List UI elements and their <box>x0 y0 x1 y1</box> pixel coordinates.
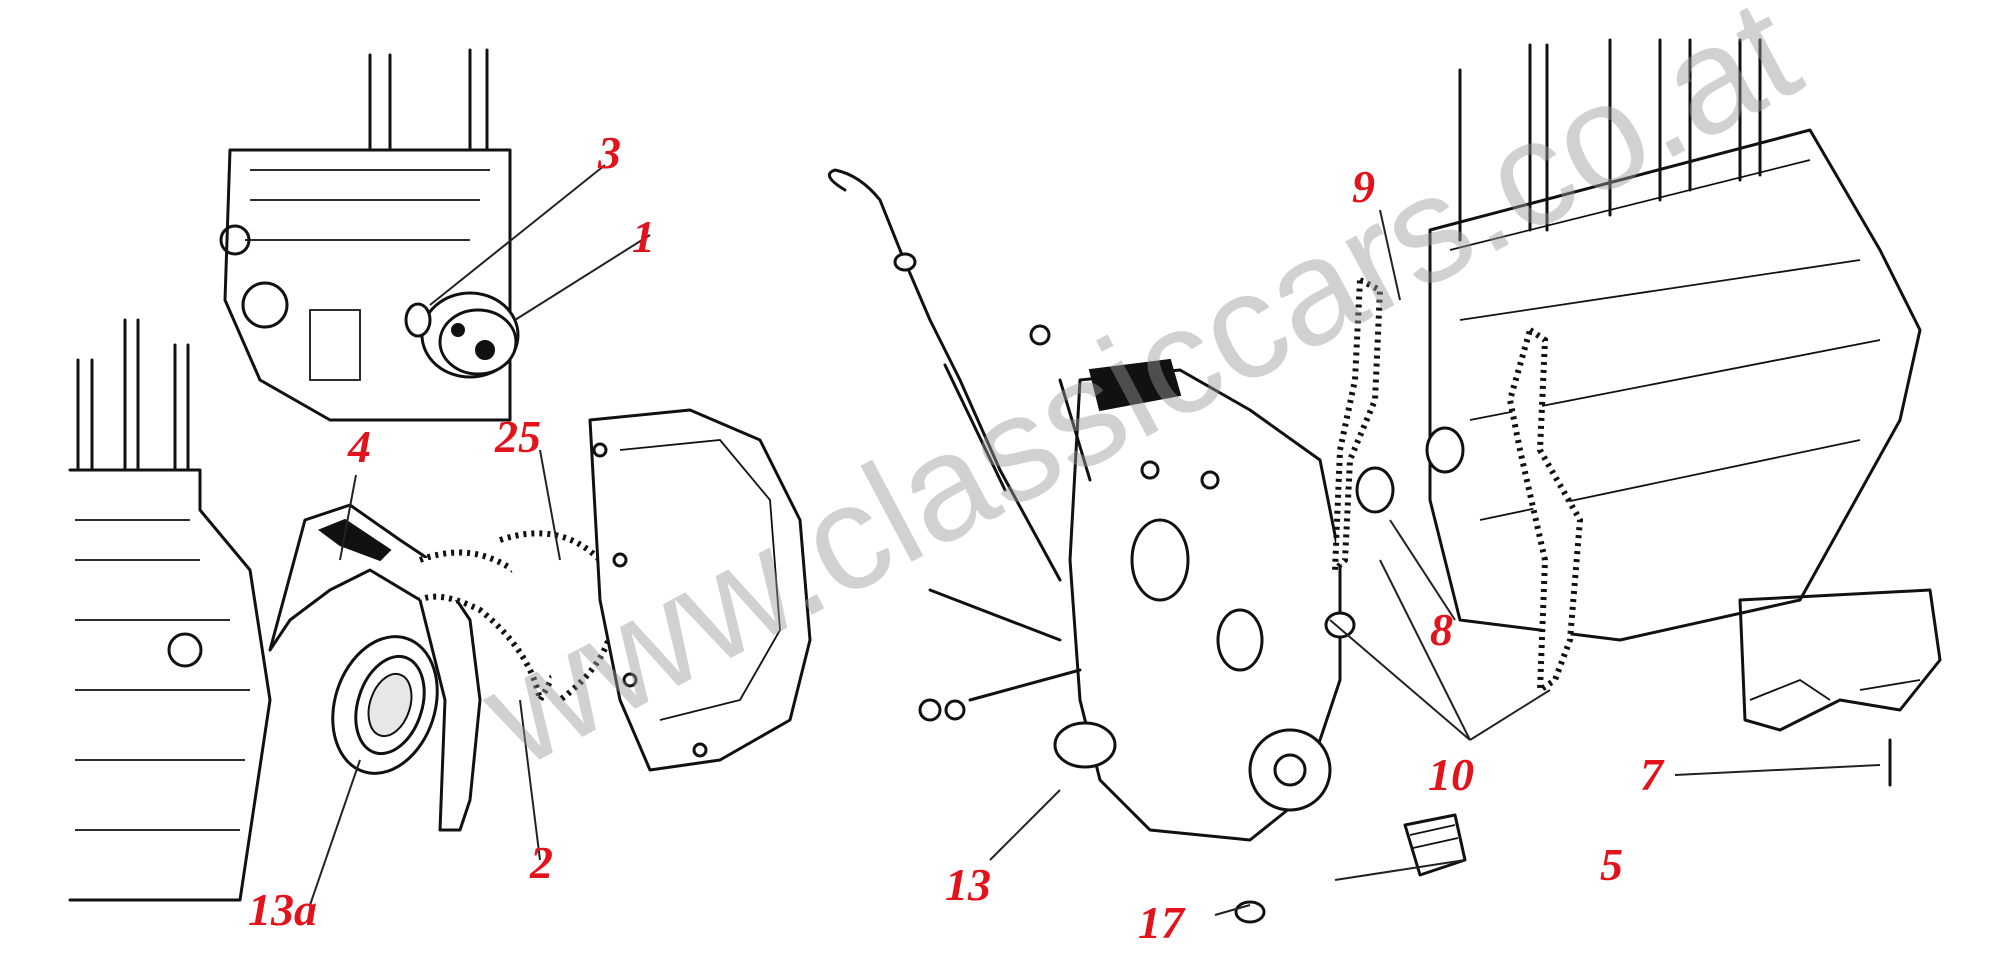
bearing-cap-inset-drawing <box>1738 588 1942 787</box>
right-block-drawing <box>1428 38 1922 642</box>
part-label-10: 10 <box>1428 749 1474 800</box>
part-label-7: 7 <box>1640 749 1665 800</box>
dowels-drawing <box>1324 426 1465 639</box>
oil-seal-drawing <box>331 635 439 775</box>
part-label-4: 4 <box>347 421 371 472</box>
gasket-drawing <box>418 530 617 709</box>
left-block-drawing <box>68 318 272 902</box>
plug-drawing <box>1234 813 1467 924</box>
leader-lines <box>309 164 1881 916</box>
part-label-13: 13 <box>945 859 991 910</box>
part-label-25: 25 <box>494 411 541 462</box>
part-label-5: 5 <box>1600 839 1623 890</box>
part-label-13a: 13a <box>248 884 317 935</box>
timing-cover-drawing <box>1053 358 1342 842</box>
part-label-17: 17 <box>1138 897 1186 948</box>
part-label-9: 9 <box>1352 161 1375 212</box>
dipstick-drawing <box>827 168 1062 582</box>
upper-block-drawing <box>219 48 512 422</box>
bellhousing-drawing <box>588 408 812 772</box>
part-label-2: 2 <box>529 837 553 888</box>
front-plate-gasket-drawing <box>1331 275 1584 696</box>
part-label-3: 3 <box>597 127 621 178</box>
oil-pump-drawing <box>404 291 520 379</box>
part-label-1: 1 <box>632 211 655 262</box>
part-label-8: 8 <box>1430 604 1453 655</box>
studs-drawing <box>918 324 1092 722</box>
